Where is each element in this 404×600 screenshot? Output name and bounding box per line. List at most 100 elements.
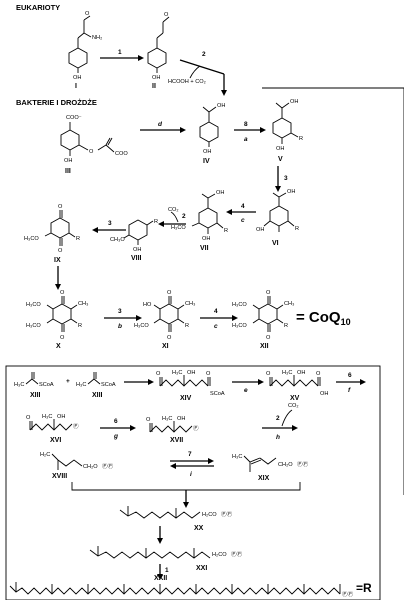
coq10-text: = CoQ: [296, 309, 341, 326]
compound-label-XXII: XXII: [154, 575, 167, 582]
arrowhead-step-4-lower: [232, 315, 238, 321]
compound-XIX-structure: H₃C CH₂O ⓅⓅ: [232, 454, 309, 472]
compound-I-o-fragment: O: [85, 11, 90, 17]
compound-XV-h3c: H₃C: [282, 370, 292, 376]
co2-fragment-upper: CO₂: [168, 207, 179, 213]
compound-XVII-h3c: H₃C: [162, 416, 172, 422]
catalyst-b: b: [118, 323, 122, 330]
compound-XII-ch3: CH₃: [284, 301, 294, 307]
compound-label-XVI: XVI: [50, 437, 61, 444]
compound-label-V: V: [278, 156, 283, 163]
compound-I-oh-fragment: OH: [73, 75, 81, 81]
compound-II-o-fragment: O: [164, 12, 169, 18]
decarboxylation-curve: [189, 65, 201, 79]
compound-label-XXI: XXI: [196, 565, 207, 572]
arrowhead-isomerization-forward: [208, 458, 214, 464]
compound-label-X: X: [56, 343, 61, 350]
step-label-3-lower: 3: [118, 308, 122, 315]
catalyst-c-lower: c: [214, 323, 218, 330]
compound-VI-structure: OH R OH: [256, 189, 299, 233]
compound-label-VIII: VIII: [131, 255, 142, 262]
compound-XXI-structure: H₂CO ⓅⓅ: [89, 546, 243, 559]
compound-X-o-top: O: [60, 290, 65, 296]
catalyst-f: f: [348, 387, 351, 394]
compound-XI-h3co: H₃CO: [134, 323, 149, 329]
compound-label-III: III: [65, 168, 71, 175]
header-eukarioty: EUKARIOTY: [16, 3, 60, 12]
arrowhead-step-3-lower: [136, 315, 142, 321]
compound-XII-structure: O CH₃ R H₃CO H₃CO O: [232, 290, 294, 341]
arrowhead-step-6-g: [130, 425, 136, 431]
step-label-3-vertical: 3: [284, 175, 288, 182]
compound-XIII-b-structure: H₃C SCoA: [76, 372, 116, 388]
step-label-1: 1: [118, 49, 122, 56]
compound-label-XIII-a: XIII: [30, 392, 41, 399]
compound-XV-oh: OH: [297, 370, 305, 376]
step-label-8: 8: [244, 121, 248, 128]
compound-XI-ch3: CH₃: [185, 301, 195, 307]
compound-XVII-oh: OH: [177, 416, 185, 422]
compound-X-ch3: CH₃: [78, 301, 88, 307]
compound-XV-oh-end: OH: [320, 391, 328, 397]
catalyst-i: i: [190, 471, 192, 478]
compound-XIII-b-h3c: H₃C: [76, 382, 86, 388]
compound-XIV-structure: O H₃C OH O SCoA: [156, 370, 225, 397]
arrowhead-step-6-f: [360, 379, 366, 385]
arrowhead-to-XXI: [157, 538, 163, 544]
compound-III-oh-fragment: OH: [64, 158, 72, 164]
compound-XXII-pp: ⓅⓅ: [342, 590, 354, 598]
step-label-7: 7: [188, 451, 192, 458]
compound-VI-oh-left: OH: [256, 227, 264, 233]
arrowhead-isomerization-back: [170, 463, 176, 469]
arrowhead-XIII-to-XIV: [148, 379, 154, 385]
compound-label-IV: IV: [203, 158, 210, 165]
compound-VII-oh-bottom: OH: [202, 236, 210, 242]
compound-VIII-ch3o: CH₃O: [110, 237, 125, 243]
compound-XII-o-top: O: [266, 290, 271, 296]
step-label-2-decarb: 2: [182, 213, 186, 220]
compound-label-XIV: XIV: [180, 395, 192, 402]
arrowhead-step-1: [138, 55, 144, 61]
compound-XVIII-ch2o: CH₂O: [83, 464, 98, 470]
compound-XVII-pp: Ⓟ: [193, 424, 199, 432]
compound-XVI-o: O: [26, 415, 31, 421]
compound-XIX-h3c-top: H₃C: [232, 454, 242, 460]
compound-XVIII-pp: ⓅⓅ: [102, 462, 114, 470]
compound-VIII-structure: R CH₃O OH: [110, 219, 158, 253]
compound-V-oh-top: OH: [290, 99, 298, 105]
compound-XVII-o: O: [146, 417, 151, 423]
compound-XI-r: R: [185, 323, 189, 329]
coq10-label: = CoQ10: [296, 309, 351, 327]
arrowhead-step-d: [180, 127, 186, 133]
compound-II-oh-fragment: OH: [152, 75, 160, 81]
compound-XIV-h3c: H₃C: [172, 370, 182, 376]
arrowhead-step-4-upper: [226, 209, 232, 215]
compound-VII-structure: OH R H₃CO OH: [171, 190, 228, 242]
compound-I-nh2-fragment: NH₂: [92, 35, 102, 41]
compound-X-structure: O CH₃ R H₃CO H₃CO O: [26, 290, 88, 341]
compound-X-h3co-bottom: H₃CO: [26, 323, 41, 329]
compound-IX-h3co: H₃CO: [24, 236, 39, 242]
compound-VIII-r: R: [154, 219, 158, 225]
compound-XX-pp: ⓅⓅ: [221, 510, 233, 518]
arrowhead-step-3-down: [275, 186, 281, 192]
compound-IX-o-bottom: O: [58, 248, 63, 254]
compound-VII-h3co: H₃CO: [171, 225, 186, 231]
compound-XVIII-h2c: H₂C: [40, 452, 50, 458]
condensation-bracket: [71, 482, 301, 491]
compound-label-XVIII: XVIII: [52, 473, 67, 480]
compound-IV-structure: OH OH: [199, 103, 225, 155]
compound-VI-oh-top: OH: [287, 189, 295, 195]
compound-XXI-pp: ⓅⓅ: [231, 550, 243, 558]
arrowhead-to-XX: [183, 502, 189, 508]
compound-XIX-pp: ⓅⓅ: [297, 460, 309, 468]
compound-XIX-ch2o: CH₂O: [278, 462, 293, 468]
compound-III-coo: COO: [115, 151, 128, 157]
compound-II-structure: O OH: [147, 12, 170, 81]
compound-XVIII-structure: H₂C CH₂O ⓅⓅ: [40, 452, 114, 470]
compound-XV-o-left: O: [266, 371, 271, 377]
arrowhead-step-e: [258, 379, 264, 385]
compound-V-structure: OH R OH: [272, 99, 303, 152]
catalyst-d: d: [158, 121, 163, 128]
compound-I-structure: O NH₂ OH: [68, 11, 102, 81]
